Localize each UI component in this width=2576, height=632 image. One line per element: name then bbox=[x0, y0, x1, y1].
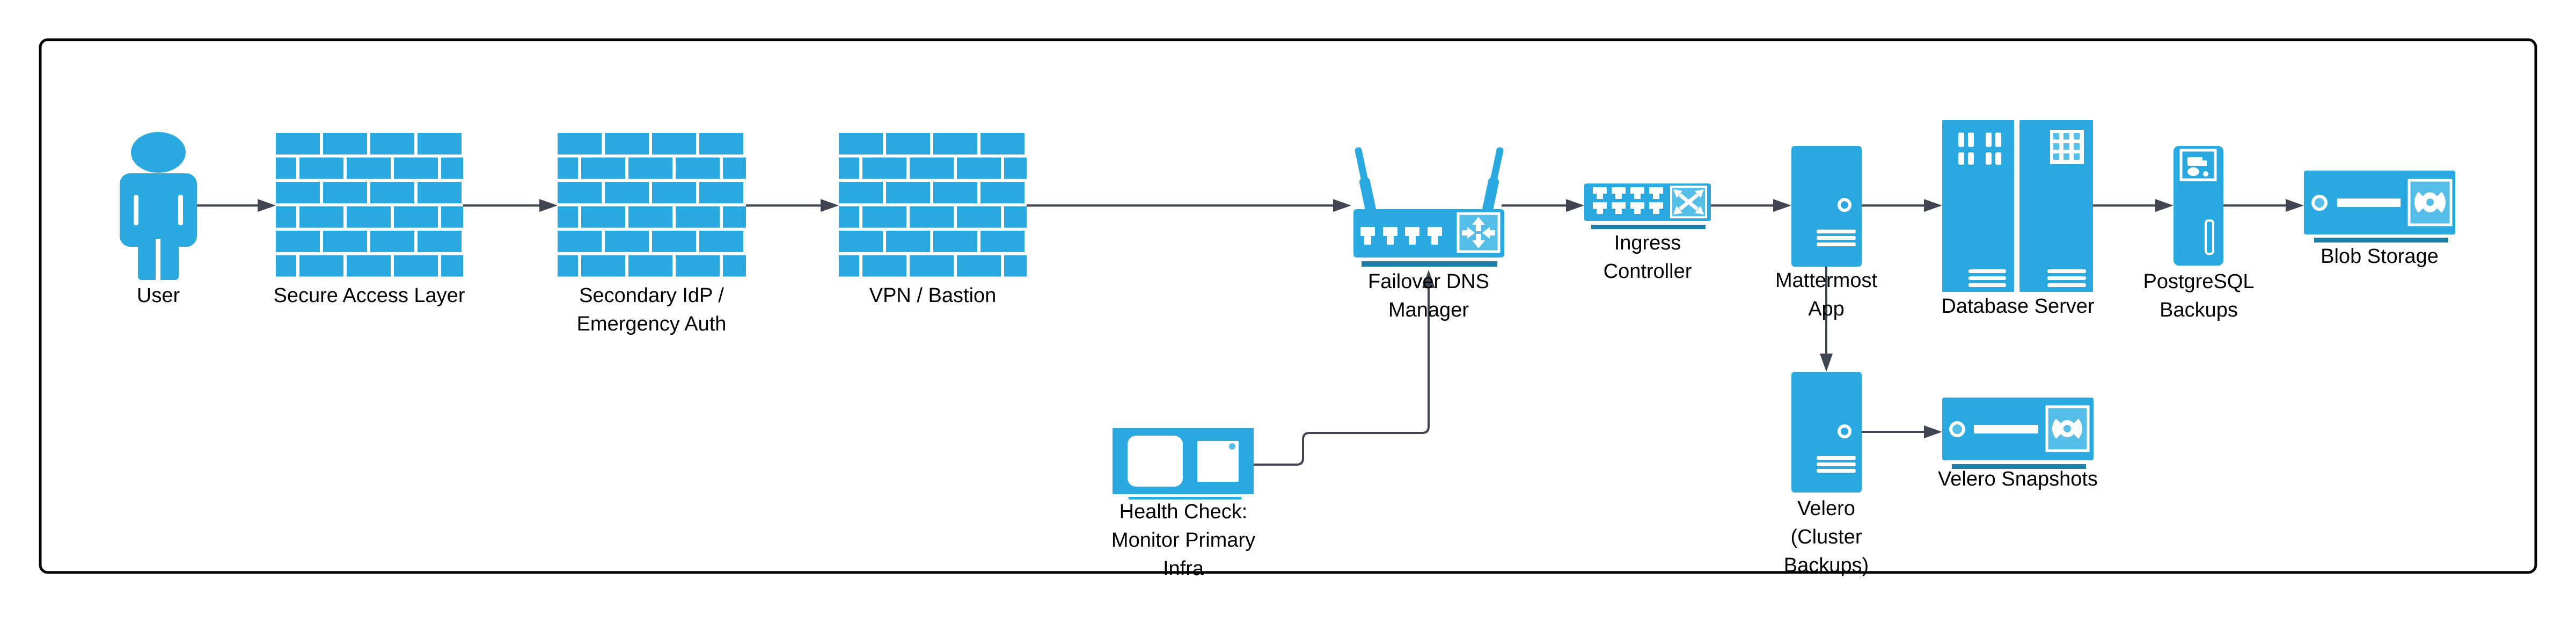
postgresql-label-line1: PostgreSQL bbox=[2143, 270, 2255, 293]
edge-secondary-idp-to-vpn-bastion bbox=[746, 199, 839, 212]
user-node: User bbox=[120, 132, 197, 307]
database-node: Database Server bbox=[1941, 120, 2095, 318]
velero-snapshots-node: Velero Snapshots bbox=[1938, 398, 2098, 490]
health-check-label-line2: Monitor Primary bbox=[1111, 529, 1255, 552]
tape-storage-icon bbox=[1942, 398, 2094, 469]
velero-label-line1: Velero bbox=[1797, 497, 1855, 520]
health-check-label-line1: Health Check: bbox=[1119, 501, 1248, 523]
failover-dns-label-line1: Failover DNS bbox=[1368, 270, 1489, 293]
edge-secure-access-to-secondary-idp bbox=[463, 199, 558, 212]
velero-label-line3: Backups) bbox=[1784, 554, 1869, 577]
secure-access-node: Secure Access Layer bbox=[274, 133, 465, 307]
edge-failover-dns-to-ingress-controller bbox=[1502, 199, 1584, 212]
switch-icon bbox=[1584, 183, 1711, 229]
backup-server-icon bbox=[2174, 146, 2223, 266]
edge-user-to-secure-access-layer bbox=[197, 199, 276, 212]
edge-database-server-to-postgresql-backups bbox=[2093, 199, 2174, 212]
rack-servers-icon bbox=[1942, 120, 2093, 292]
firewall-icon bbox=[276, 133, 463, 279]
blob-storage-node: Blob Storage bbox=[2304, 171, 2455, 268]
edge-postgresql-backups-to-blob-storage bbox=[2223, 199, 2304, 212]
failover-dns-label-line2: Manager bbox=[1388, 299, 1469, 321]
wireless-router-icon bbox=[1353, 147, 1504, 267]
velero-snapshots-label: Velero Snapshots bbox=[1938, 468, 2098, 490]
health-check-label-line3: Infra bbox=[1163, 557, 1204, 580]
failover-dns-node: Failover DNS Manager bbox=[1353, 147, 1504, 321]
postgresql-node: PostgreSQL Backups bbox=[2143, 146, 2255, 321]
user-label: User bbox=[137, 284, 180, 307]
edge-mattermost-app-to-database-server bbox=[1862, 199, 1942, 212]
blob-storage-label: Blob Storage bbox=[2321, 245, 2439, 268]
edge-velero-to-velero-snapshots bbox=[1862, 425, 1942, 438]
firewall-icon bbox=[558, 133, 746, 279]
ingress-label-line1: Ingress bbox=[1614, 232, 1681, 254]
ingress-node: Ingress Controller bbox=[1584, 183, 1711, 283]
firewall-icon bbox=[839, 133, 1027, 279]
secondary-idp-label-line2: Emergency Auth bbox=[577, 313, 727, 335]
postgresql-label-line2: Backups bbox=[2160, 299, 2238, 321]
server-tower-icon bbox=[1791, 146, 1862, 267]
velero-node: Velero (Cluster Backups) bbox=[1784, 372, 1869, 577]
monitor-icon bbox=[1113, 428, 1254, 499]
person-icon bbox=[120, 132, 197, 281]
database-label: Database Server bbox=[1941, 295, 2094, 318]
edge-ingress-controller-to-mattermost-app bbox=[1711, 199, 1791, 212]
ingress-label-line2: Controller bbox=[1604, 260, 1692, 283]
velero-label-line2: (Cluster bbox=[1790, 526, 1862, 548]
secure-access-label: Secure Access Layer bbox=[274, 284, 465, 307]
mattermost-label-line2: App bbox=[1808, 298, 1845, 320]
vpn-bastion-node: VPN / Bastion bbox=[839, 133, 1027, 307]
edge-mattermost-app-to-velero bbox=[1820, 267, 1833, 372]
secondary-idp-label-line1: Secondary IdP / bbox=[579, 284, 724, 307]
secondary-idp-node: Secondary IdP / Emergency Auth bbox=[558, 133, 746, 335]
diagram-border bbox=[39, 38, 2537, 574]
edge-health-check-to-failover-dns bbox=[1254, 270, 1435, 466]
health-check-node: Health Check: Monitor Primary Infra bbox=[1111, 428, 1255, 580]
mattermost-label-line1: Mattermost bbox=[1775, 269, 1877, 292]
vpn-bastion-label: VPN / Bastion bbox=[869, 284, 997, 307]
server-tower-icon bbox=[1791, 372, 1862, 493]
mattermost-node: Mattermost App bbox=[1775, 146, 1877, 320]
edge-vpn-bastion-to-failover-dns bbox=[1027, 199, 1351, 212]
tape-storage-icon bbox=[2304, 171, 2455, 242]
